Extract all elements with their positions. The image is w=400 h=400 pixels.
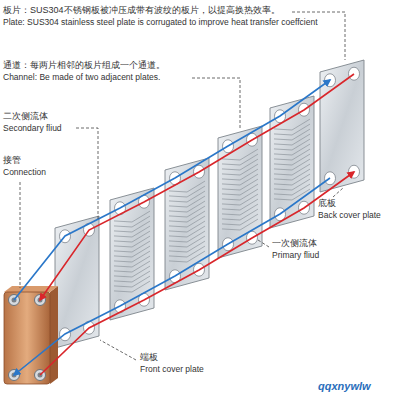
- corrugation: [222, 214, 258, 225]
- secondary-flow: [14, 80, 330, 300]
- corrugation: [222, 219, 258, 230]
- leader-line: [20, 182, 21, 288]
- part-label: 底板: [318, 198, 336, 209]
- corrugation: [274, 139, 310, 150]
- corrugation: [114, 216, 150, 227]
- corrugation: [222, 194, 258, 205]
- part-label: Channel: Be made of two adjacent plates.: [3, 72, 160, 82]
- corrugation: [169, 231, 205, 242]
- corrugation: [274, 124, 310, 135]
- corrugation: [114, 226, 150, 237]
- corrugation: [274, 174, 310, 185]
- corrugation: [169, 236, 205, 247]
- corrugation: [114, 276, 150, 287]
- corrugation: [222, 209, 258, 220]
- corrugation: [222, 159, 258, 170]
- leader-line: [258, 240, 269, 247]
- unit-body: [4, 292, 50, 384]
- corrugation: [222, 169, 258, 180]
- part-label: 通道：每两片相邻的板片组成一个通道。: [3, 60, 165, 71]
- corrugation: [274, 154, 310, 165]
- leader-line: [333, 188, 343, 197]
- corrugation: [169, 226, 205, 237]
- secondary-flow: [14, 178, 330, 375]
- corrugation: [169, 206, 205, 217]
- corrugation: [114, 251, 150, 262]
- corrugation: [222, 184, 258, 195]
- part-label: Primary fliud: [272, 250, 319, 260]
- corrugation: [274, 189, 310, 200]
- part-label: Back cover plate: [318, 210, 381, 220]
- corrugation: [169, 211, 205, 222]
- corrugation: [274, 164, 310, 175]
- primary-flow: [40, 172, 354, 375]
- corrugation: [114, 266, 150, 277]
- corrugation: [169, 246, 205, 257]
- corrugation: [274, 169, 310, 180]
- corrugation: [222, 174, 258, 185]
- corrugation: [222, 179, 258, 190]
- corrugation: [274, 134, 310, 145]
- part-label: 端板: [140, 352, 158, 363]
- corrugation: [274, 159, 310, 170]
- corrugation: [114, 246, 150, 257]
- corrugation: [222, 204, 258, 215]
- leader-line: [192, 78, 240, 128]
- plate-outline: [218, 126, 262, 258]
- corrugation: [114, 261, 150, 272]
- corrugation: [274, 144, 310, 155]
- corrugation: [169, 241, 205, 252]
- corrugation: [114, 281, 150, 292]
- watermark: qqxnywlw: [318, 380, 371, 393]
- leader-line: [76, 128, 98, 220]
- plate-stack: [55, 60, 364, 348]
- part-label: 一次侧流体: [272, 238, 317, 249]
- corrugation: [169, 216, 205, 227]
- part-label: Front cover plate: [140, 364, 204, 374]
- corrugation: [169, 186, 205, 197]
- part-label: 二次侧流体: [3, 111, 48, 122]
- plate-port: [349, 67, 360, 80]
- plate-outline: [270, 96, 314, 228]
- corrugation: [169, 191, 205, 202]
- corrugation: [222, 164, 258, 175]
- brazed-unit: [4, 286, 58, 384]
- unit-side: [50, 286, 58, 384]
- part-label: Connection: [3, 167, 46, 177]
- plate-port: [349, 165, 360, 178]
- corrugated-plate: [270, 96, 314, 228]
- corrugated-plate: [218, 126, 262, 258]
- corrugation: [274, 184, 310, 195]
- corrugation: [222, 189, 258, 200]
- corrugation: [114, 241, 150, 252]
- corrugation: [114, 221, 150, 232]
- corrugation: [114, 236, 150, 247]
- plate-outline: [320, 60, 364, 192]
- corrugation: [274, 179, 310, 190]
- corrugation: [169, 196, 205, 207]
- flow-lines: [14, 74, 354, 375]
- corrugation: [169, 221, 205, 232]
- part-label: Secondary fliud: [3, 123, 62, 133]
- corrugation: [274, 149, 310, 160]
- corrugation: [222, 199, 258, 210]
- leader-line: [100, 340, 136, 360]
- primary-flow: [40, 74, 354, 300]
- corrugation: [274, 129, 310, 140]
- cover-plate: [320, 60, 364, 192]
- corrugation: [114, 231, 150, 242]
- part-label: Plate: SUS304 stainless steel plate is c…: [3, 17, 318, 27]
- part-label: 接管: [3, 155, 21, 166]
- part-label: 板片：SUS304不锈钢板被冲压成带有波纹的板片，以提高换热效率。: [3, 5, 280, 16]
- corrugation: [169, 201, 205, 212]
- corrugation: [114, 256, 150, 267]
- corrugation: [114, 271, 150, 282]
